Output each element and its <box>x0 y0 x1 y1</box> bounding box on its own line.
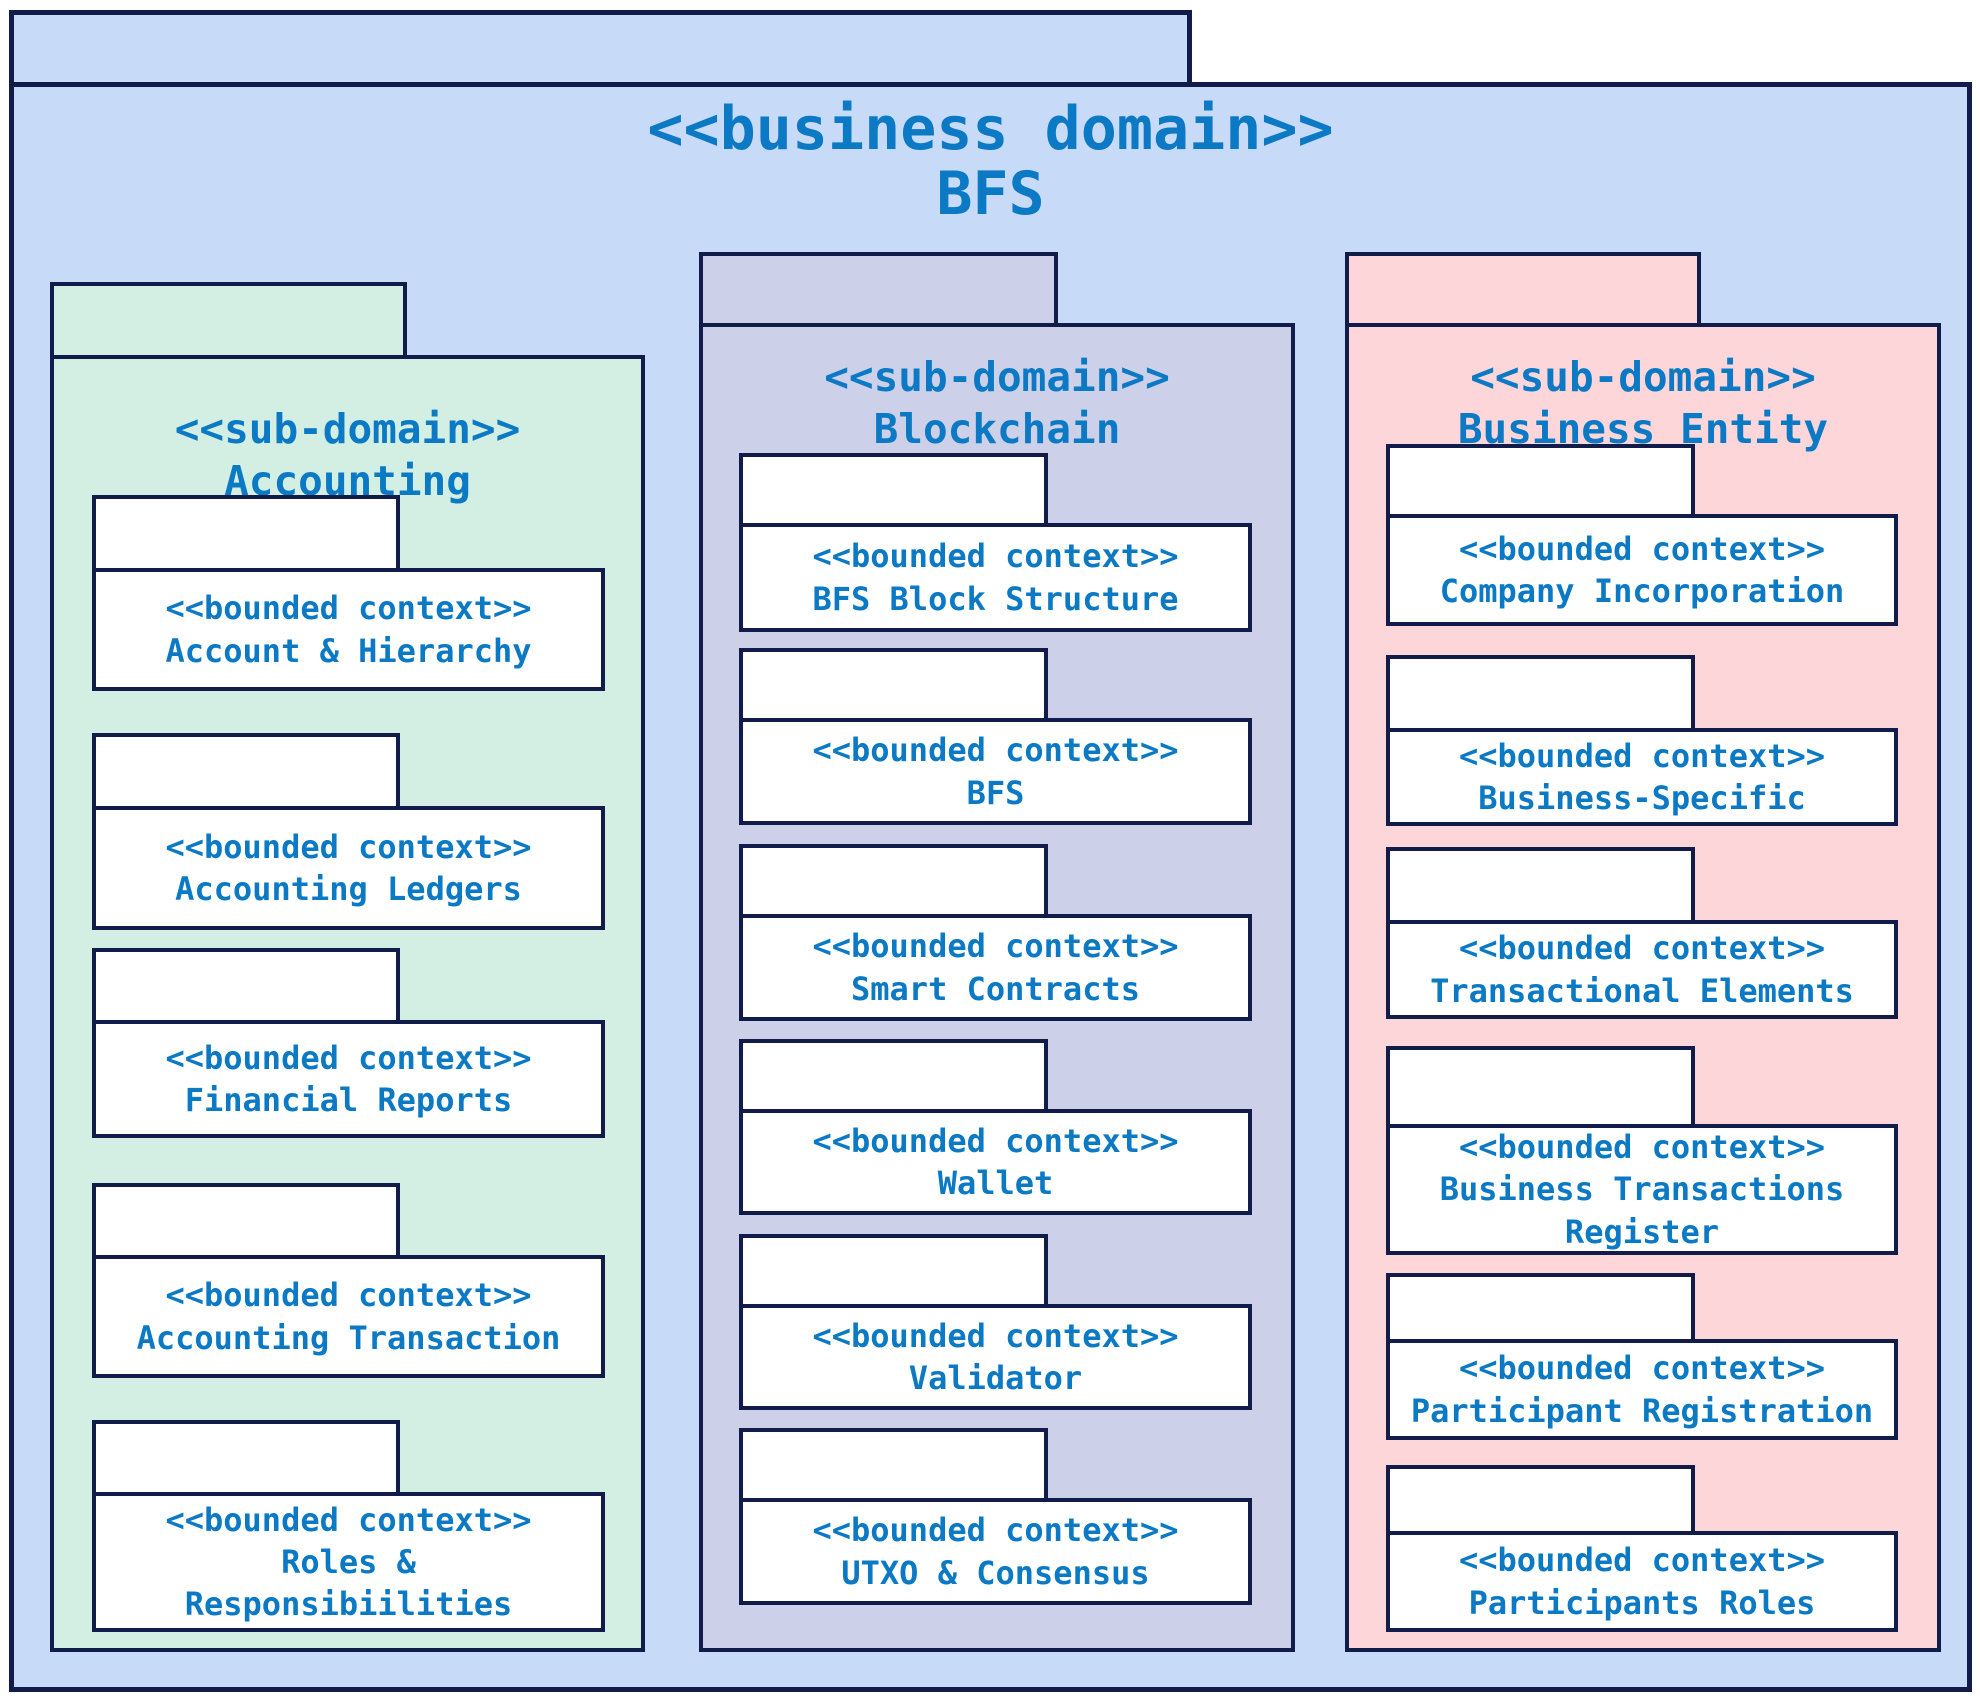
blockchain-name: Blockchain <box>873 405 1121 454</box>
context-name: BFS <box>966 773 1025 812</box>
blockchain-stereotype: <<sub-domain>> <box>824 353 1170 401</box>
context-stereotype: <<bounded context>> <box>1458 1541 1826 1580</box>
context-tab <box>1386 444 1695 514</box>
context-body: <<bounded context>> Business-Specific <box>1386 728 1898 826</box>
business-domain-package-tab <box>9 10 1192 82</box>
context-body: <<bounded context>> Roles & Responsibiil… <box>92 1492 605 1632</box>
context-body: <<bounded context>> BFS Block Structure <box>739 523 1252 632</box>
context-name: Accounting Ledgers <box>175 870 522 908</box>
context-name: Participant Registration <box>1410 1391 1874 1430</box>
context-tab <box>1386 655 1695 728</box>
context-body: <<bounded context>> Account & Hierarchy <box>92 568 605 691</box>
context-stereotype: <<bounded context>> <box>812 1121 1179 1160</box>
context-name: Account & Hierarchy <box>165 631 532 670</box>
context-body: <<bounded context>> Transactional Elemen… <box>1386 920 1898 1019</box>
context-name: UTXO & Consensus <box>841 1553 1150 1592</box>
business-entity-package-tab <box>1345 252 1701 323</box>
context-stereotype: <<bounded context>> <box>165 1038 532 1077</box>
blockchain-package-tab <box>699 252 1058 323</box>
context-tab <box>92 1420 400 1492</box>
context-tab <box>739 844 1048 914</box>
context-stereotype: <<bounded context>> <box>1458 1128 1826 1167</box>
context-stereotype: <<bounded context>> <box>1458 929 1826 968</box>
context-stereotype: <<bounded context>> <box>812 1511 1179 1550</box>
context-stereotype: <<bounded context>> <box>1458 736 1826 775</box>
context-stereotype: <<bounded context>> <box>165 589 532 628</box>
accounting-package-tab <box>50 282 407 355</box>
context-stereotype: <<bounded context>> <box>1458 529 1826 568</box>
context-tab <box>1386 1273 1695 1339</box>
context-tab <box>92 948 400 1020</box>
context-name: Participants Roles <box>1468 1583 1816 1622</box>
context-name: Accounting Transaction <box>136 1318 561 1357</box>
context-name: Smart Contracts <box>851 969 1140 1008</box>
context-body: <<bounded context>> Business Transaction… <box>1386 1124 1898 1255</box>
context-body: <<bounded context>> UTXO & Consensus <box>739 1498 1252 1605</box>
context-body: <<bounded context>> Participant Registra… <box>1386 1339 1898 1440</box>
context-tab <box>739 1234 1048 1304</box>
context-name: Company Incorporation <box>1439 572 1845 610</box>
context-body: <<bounded context>> Financial Reports <box>92 1020 605 1138</box>
context-name: BFS Block Structure <box>812 579 1179 618</box>
context-body: <<bounded context>> Participants Roles <box>1386 1531 1898 1632</box>
context-body: <<bounded context>> Wallet <box>739 1109 1252 1215</box>
context-stereotype: <<bounded context>> <box>812 731 1179 770</box>
business-entity-stereotype: <<sub-domain>> <box>1470 353 1816 401</box>
context-name: Business-Specific <box>1478 779 1806 817</box>
context-name: Financial Reports <box>184 1081 513 1119</box>
context-tab <box>739 648 1048 718</box>
context-tab <box>1386 1465 1695 1531</box>
context-name: Roles & Responsibiilities <box>184 1542 513 1624</box>
context-name: Wallet <box>937 1164 1054 1202</box>
context-tab <box>92 733 400 806</box>
context-tab <box>1386 1046 1695 1124</box>
context-body: <<bounded context>> Company Incorporatio… <box>1386 514 1898 626</box>
context-stereotype: <<bounded context>> <box>1458 1349 1826 1388</box>
context-stereotype: <<bounded context>> <box>165 827 532 866</box>
context-body: <<bounded context>> Accounting Ledgers <box>92 806 605 930</box>
business-domain-stereotype: <<business domain>> <box>647 94 1334 164</box>
context-tab <box>92 495 400 568</box>
context-stereotype: <<bounded context>> <box>812 537 1179 576</box>
context-name: Transactional Elements <box>1430 971 1854 1010</box>
accounting-stereotype: <<sub-domain>> <box>174 405 521 453</box>
context-tab <box>739 453 1048 523</box>
context-stereotype: <<bounded context>> <box>812 1316 1179 1355</box>
context-tab <box>739 1039 1048 1109</box>
context-body: <<bounded context>> Accounting Transacti… <box>92 1255 605 1378</box>
context-tab <box>92 1183 400 1255</box>
context-body: <<bounded context>> Smart Contracts <box>739 914 1252 1021</box>
context-tab <box>739 1428 1048 1498</box>
context-stereotype: <<bounded context>> <box>812 927 1179 966</box>
context-stereotype: <<bounded context>> <box>165 1500 532 1539</box>
context-name: Validator <box>908 1359 1083 1397</box>
context-name: Business Transactions Register <box>1439 1170 1845 1251</box>
context-body: <<bounded context>> BFS <box>739 718 1252 825</box>
context-body: <<bounded context>> Validator <box>739 1304 1252 1410</box>
business-domain-name: BFS <box>936 158 1045 229</box>
context-stereotype: <<bounded context>> <box>165 1276 532 1315</box>
context-tab <box>1386 847 1695 920</box>
